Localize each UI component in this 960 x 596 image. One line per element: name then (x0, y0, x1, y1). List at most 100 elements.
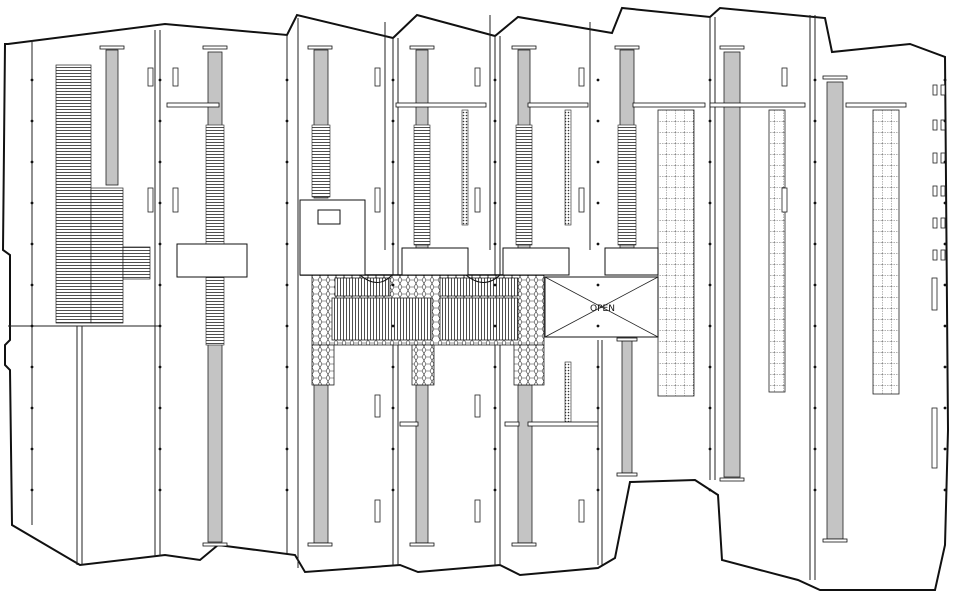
partition-dot (596, 447, 600, 451)
partition-dot (493, 242, 497, 246)
partition-dot (493, 488, 497, 492)
partition-dot (708, 201, 712, 205)
left-wing-hatching (55, 64, 151, 324)
partition-dot (391, 447, 395, 451)
partition-dot (708, 406, 712, 410)
partition-dot (285, 283, 289, 287)
partition-dot (493, 406, 497, 410)
partition-dot (813, 78, 817, 82)
partition-dot (708, 365, 712, 369)
partition-dot (493, 447, 497, 451)
partition-dot (30, 283, 34, 287)
partition-dot (30, 488, 34, 492)
partition-dot (596, 283, 600, 287)
partition-dot (30, 201, 34, 205)
partition-dot (285, 119, 289, 123)
partition-dot (158, 119, 162, 123)
partition-dot (285, 324, 289, 328)
partition-dot (285, 78, 289, 82)
partition-dot (813, 283, 817, 287)
partition-dot (708, 78, 712, 82)
partition-dot (493, 283, 497, 287)
partition-dot (943, 365, 947, 369)
partition-dot (285, 447, 289, 451)
stair-hatching (205, 124, 637, 346)
partition-dot (596, 78, 600, 82)
partition-dot (708, 283, 712, 287)
partition-dot (158, 447, 162, 451)
partition-dot (158, 242, 162, 246)
partition-dot (813, 201, 817, 205)
partition-dot (708, 488, 712, 492)
partition-dot (158, 160, 162, 164)
partition-dot (493, 365, 497, 369)
partition-dot (30, 160, 34, 164)
partition-dot (30, 78, 34, 82)
partition-dot (943, 406, 947, 410)
partition-dot (596, 365, 600, 369)
partition-dot (391, 324, 395, 328)
partition-dot (30, 365, 34, 369)
partition-dot (30, 242, 34, 246)
partition-dots (30, 78, 947, 492)
partition-dot (493, 201, 497, 205)
partition-dot (943, 324, 947, 328)
partition-dot (596, 488, 600, 492)
partition-dot (158, 201, 162, 205)
partition-dot (943, 78, 947, 82)
partition-dot (708, 119, 712, 123)
partition-dot (813, 160, 817, 164)
partition-dot (493, 324, 497, 328)
partition-dot (708, 242, 712, 246)
partition-dot (813, 324, 817, 328)
partition-dot (813, 447, 817, 451)
partition-dot (596, 324, 600, 328)
partition-dot (391, 283, 395, 287)
partition-dot (493, 119, 497, 123)
partition-dot (813, 119, 817, 123)
partition-dot (158, 324, 162, 328)
corridor-paving (300, 274, 545, 386)
partition-dot (943, 160, 947, 164)
open-area: OPEN (544, 276, 659, 338)
partition-dot (285, 406, 289, 410)
partition-dot (30, 406, 34, 410)
partition-dot (285, 488, 289, 492)
partition-dot (943, 119, 947, 123)
partition-dot (391, 160, 395, 164)
partition-dot (493, 78, 497, 82)
partition-dot (391, 201, 395, 205)
partition-dot (391, 365, 395, 369)
partition-dot (813, 242, 817, 246)
partition-dot (391, 78, 395, 82)
partition-dot (391, 242, 395, 246)
partition-dot (596, 406, 600, 410)
partition-dot (158, 365, 162, 369)
partition-dot (813, 365, 817, 369)
partition-dot (596, 119, 600, 123)
landing-boxes (176, 199, 659, 278)
partition-dot (391, 488, 395, 492)
partition-dot (30, 324, 34, 328)
partition-dot (285, 160, 289, 164)
partition-dot (285, 201, 289, 205)
partition-dot (285, 365, 289, 369)
partition-dot (943, 283, 947, 287)
column-caps (99, 45, 848, 547)
grid-panels (657, 109, 900, 397)
partition-dot (943, 201, 947, 205)
deck-bars (166, 102, 907, 427)
partition-dot (943, 447, 947, 451)
partition-dot (708, 160, 712, 164)
partition-dot (813, 406, 817, 410)
partition-dot (943, 242, 947, 246)
partition-dot (30, 119, 34, 123)
partition-dot (813, 488, 817, 492)
partition-dot (493, 160, 497, 164)
partition-dot (943, 488, 947, 492)
partition-dot (30, 447, 34, 451)
partition-dot (158, 283, 162, 287)
partition-dot (158, 406, 162, 410)
partition-dot (391, 406, 395, 410)
